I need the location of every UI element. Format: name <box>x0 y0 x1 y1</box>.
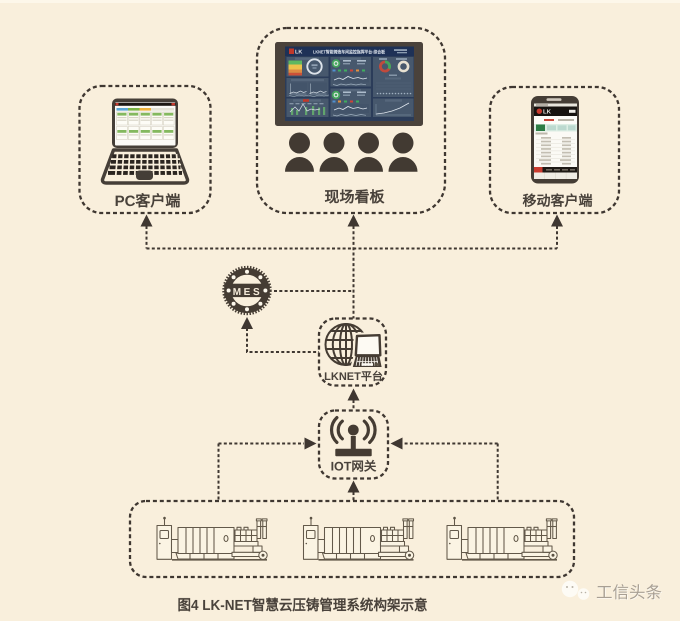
svg-text:图4 LK-NET智慧云压铸管理系统构架示意: 图4 LK-NET智慧云压铸管理系统构架示意 <box>177 597 427 614</box>
svg-text:IOT网关: IOT网关 <box>331 459 377 473</box>
svg-text:移动客户端: 移动客户端 <box>522 192 592 208</box>
svg-text:LKNET智能铸造车间监控指挥平台·综合板: LKNET智能铸造车间监控指挥平台·综合板 <box>313 48 385 54</box>
svg-text:LK: LK <box>295 50 302 56</box>
svg-text:LK: LK <box>543 109 552 116</box>
svg-text:PC客户端: PC客户端 <box>115 192 181 210</box>
svg-text:LKNET平台: LKNET平台 <box>324 370 383 383</box>
svg-text:MES: MES <box>233 287 262 298</box>
svg-text:现场看板: 现场看板 <box>324 189 385 206</box>
svg-text:工信头条: 工信头条 <box>597 585 663 603</box>
svg-text:工信头条: 工信头条 <box>596 584 662 602</box>
